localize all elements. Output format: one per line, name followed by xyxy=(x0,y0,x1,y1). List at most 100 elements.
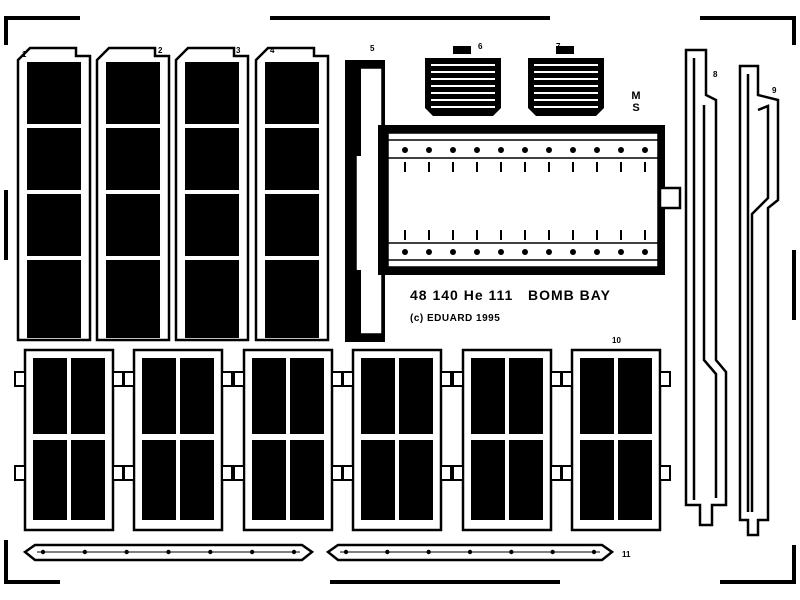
bay-hole xyxy=(546,249,552,255)
small-panel-window xyxy=(509,358,543,434)
door-panel-1 xyxy=(16,46,92,342)
bay-rib xyxy=(644,230,646,240)
part-11-strips xyxy=(22,543,615,562)
bay-rib xyxy=(428,230,430,240)
small-panel-window xyxy=(71,440,105,520)
grille-slot xyxy=(431,85,495,87)
part-5-spine-bar-top xyxy=(349,66,361,156)
sheet-title: 48 140 He 111 BOMB BAY xyxy=(410,287,611,303)
part-number-4: 4 xyxy=(270,46,275,55)
small-panel-window xyxy=(618,440,652,520)
bay-hole xyxy=(474,147,480,153)
bay-rib xyxy=(524,162,526,172)
strip-hole xyxy=(82,549,88,555)
small-panel-tab xyxy=(112,465,124,481)
bay-rib xyxy=(644,162,646,172)
small-panel-tab xyxy=(123,371,135,387)
grille-tab xyxy=(453,46,471,54)
strip-hole xyxy=(249,549,255,555)
grille-6 xyxy=(425,46,501,116)
bay-hole xyxy=(426,249,432,255)
bay-hole xyxy=(570,249,576,255)
part-number-2: 2 xyxy=(158,46,163,55)
grille-slot xyxy=(534,99,598,101)
small-panel-tab xyxy=(233,371,245,387)
part-5-spine-bar-bottom xyxy=(349,270,361,340)
bay-rib xyxy=(404,162,406,172)
part-8-inner xyxy=(692,58,718,500)
small-panel-3 xyxy=(233,348,343,532)
door-window xyxy=(27,62,81,124)
door-window xyxy=(106,260,160,338)
strip-hole xyxy=(467,549,473,555)
grille-slot xyxy=(534,64,598,66)
door-window xyxy=(185,62,239,124)
part-5-panel-inner xyxy=(387,132,659,268)
door-window xyxy=(265,62,319,124)
grille-slot xyxy=(534,85,598,87)
door-window xyxy=(265,128,319,190)
door-panel-4 xyxy=(254,46,330,342)
grille-slot xyxy=(431,78,495,80)
small-panel-6 xyxy=(561,348,671,532)
part-9-inner xyxy=(746,74,770,512)
bay-rib xyxy=(596,230,598,240)
frame-corner-bl xyxy=(4,540,60,584)
part-number-1: 1 xyxy=(22,50,27,59)
small-panel-tab xyxy=(14,371,26,387)
grille-slot xyxy=(431,106,495,108)
small-panel-window xyxy=(180,358,214,434)
bay-hole xyxy=(618,147,624,153)
door-window xyxy=(106,128,160,190)
small-panel-window xyxy=(580,358,614,434)
part-5-tab xyxy=(658,186,682,210)
small-panel-1 xyxy=(14,348,124,532)
door-window xyxy=(185,260,239,338)
small-panel-tab xyxy=(331,371,343,387)
bay-hole xyxy=(594,249,600,255)
bomb-bay-doors xyxy=(16,46,330,342)
strip-hole xyxy=(166,549,171,555)
strip-2 xyxy=(325,543,615,562)
door-window xyxy=(27,194,81,256)
fret-frame xyxy=(4,16,796,584)
small-panel-tab xyxy=(452,371,464,387)
small-panel-window xyxy=(290,358,324,434)
bay-rib xyxy=(428,162,430,172)
door-window xyxy=(185,194,239,256)
small-panel-tab xyxy=(233,465,245,481)
part-9-outline xyxy=(738,64,780,537)
small-panel-tab xyxy=(14,465,26,481)
door-window xyxy=(106,62,160,124)
strip-hole xyxy=(40,549,46,555)
strip-hole xyxy=(509,549,514,555)
part-number-7: 7 xyxy=(556,42,561,51)
bay-rib xyxy=(620,230,622,240)
bay-rib xyxy=(524,230,526,240)
strip-hole xyxy=(550,549,555,555)
small-panel-window xyxy=(471,358,505,434)
small-panel-2 xyxy=(123,348,233,532)
frame-corner-tl xyxy=(4,16,80,45)
bay-hole xyxy=(522,147,528,153)
part-10-small-panels xyxy=(14,348,671,532)
small-panel-window xyxy=(180,440,214,520)
small-panel-window xyxy=(71,358,105,434)
bay-hole xyxy=(642,249,648,255)
small-panel-tab xyxy=(342,465,354,481)
bay-rib xyxy=(476,230,478,240)
small-panel-tab xyxy=(440,465,452,481)
strip-hole xyxy=(124,549,129,555)
door-window xyxy=(265,260,319,338)
bay-hole xyxy=(450,147,456,153)
door-window xyxy=(106,194,160,256)
bay-hole xyxy=(498,249,504,255)
door-panel-2 xyxy=(95,46,171,342)
small-panel-tab xyxy=(561,371,573,387)
part-8-strip xyxy=(684,48,728,527)
door-window xyxy=(185,128,239,190)
bay-rib xyxy=(548,162,550,172)
bay-rib xyxy=(452,162,454,172)
small-panel-window xyxy=(142,358,176,434)
